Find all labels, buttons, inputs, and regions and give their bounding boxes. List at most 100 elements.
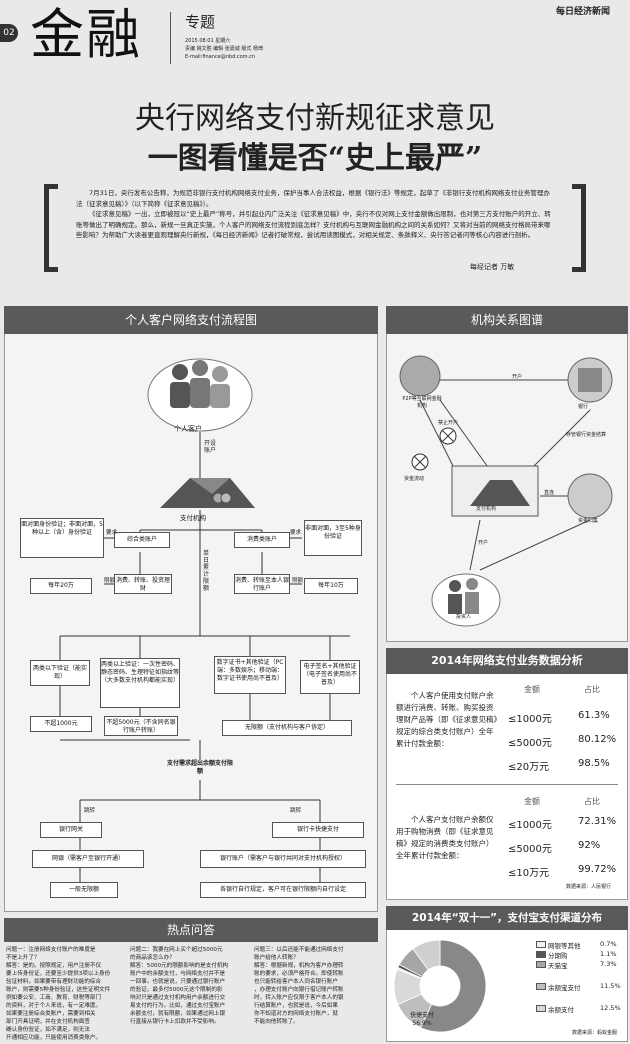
open-account-label: 开设账户 xyxy=(204,440,217,454)
legend-label: 分期购 xyxy=(548,952,568,960)
qa-line: 例如要公安、工商、教育、财税等部门 xyxy=(6,995,102,1001)
qa-line: 账户给他人转账？ xyxy=(254,955,299,961)
qa-column-2: 问题二：我要在网上买个超过5000元 的商品该怎么办？ 解答：5000元的限额影… xyxy=(130,946,250,1042)
section-title: 金融 xyxy=(30,3,142,66)
left-function-box: 消费、转账、投资理财 xyxy=(114,574,172,594)
consumer-account-box: 消费类账户 xyxy=(234,532,290,548)
payment-label: 支付机构 xyxy=(476,506,497,512)
legend-label: 余额宝支付 xyxy=(548,984,581,992)
verification-tier-4: 电子签名+其他验证（电子签名使用尚不普及） xyxy=(300,660,360,694)
cap-tier-2: 不超5000元（不含同名银行账户转账） xyxy=(104,716,178,736)
qa-line: 问题三：以后还能不能通过网络支付 xyxy=(254,947,344,953)
stats-col-amount-2: 金额 xyxy=(524,797,540,806)
legend-swatch xyxy=(536,983,546,990)
settle-label: 存管银行资金结算 xyxy=(566,432,607,438)
legend-swatch xyxy=(536,1005,546,1012)
stats-title: 2014年网络支付业务数据分析 xyxy=(386,648,628,674)
lead-paragraph-1: 7月31日，央行发布公告称，为规范非银行支付机构网络支付业务，保护当事人合法权益… xyxy=(76,189,550,208)
stats-amount: ≤5000元 xyxy=(508,844,552,855)
qa-line: 账户中的余额支付，与网络支付并不是 xyxy=(130,971,226,977)
qa-line: 的验证，最多付5000元这个限制的影 xyxy=(130,987,223,993)
institution-building-icon xyxy=(160,478,255,508)
qa-line: 解答：是的。按照规定，用户注册不仅 xyxy=(6,963,102,969)
customer-label: 个人客户 xyxy=(174,425,202,433)
headline-line1: 央行网络支付新规征求意见 xyxy=(135,101,495,136)
stats-amount: ≤1000元 xyxy=(508,820,552,831)
masthead: 02 金融 专题 2015.08.01 星期六 责编 姚文胜 编辑 张嘉诚 版式… xyxy=(0,0,630,80)
qa-line: 如果要注册综合类账户，需要到相关 xyxy=(6,1011,96,1017)
legend-swatch xyxy=(536,951,546,958)
prohibit-label-1: 禁止开户 xyxy=(438,420,459,426)
stats-share: 92% xyxy=(578,840,601,851)
qa-line: 开通相应功能，只能使用消费类账户。 xyxy=(6,1035,102,1041)
stats-share: 80.12% xyxy=(578,734,617,745)
qa-column-1: 问题一：注册网络支付账户的难度是 不是上升了？ 解答：是的。按照规定，用户注册不… xyxy=(6,946,126,1042)
stats-desc-2: 个人客户支付账户余额仅用于购物消费（即《征求意见稿》规定的消费类支付账户）全年累… xyxy=(396,815,494,860)
email-line: E-mail:finance@nbd.com.cn xyxy=(185,54,256,60)
lead-byline: 每经记者 万敏 xyxy=(470,263,515,271)
qa-line: 一回事。也就是说，只要通过银行账户 xyxy=(130,979,226,985)
date-line: 2015.08.01 星期六 xyxy=(185,38,231,44)
pie-title: 2014年“双十一”，支付宝支付渠道分布 xyxy=(386,906,628,930)
page-number: 02 xyxy=(0,24,18,42)
lead-bracket-left xyxy=(44,184,58,272)
verification-tier-1: 两类以下验证（能实现） xyxy=(30,660,90,686)
institution-label: 支付机构 xyxy=(180,514,206,522)
legend-value: 12.5% xyxy=(600,1004,621,1012)
stats-divider xyxy=(396,784,618,785)
prohibit-label-2: 资金流动 xyxy=(404,476,425,482)
qa-line: 也只能转给客户本人同名银行账户 xyxy=(254,979,338,985)
exceed-balance-label: 支付需求超出余额支付限额 xyxy=(166,760,233,775)
right-function-box: 消费、转账至本人银行账户 xyxy=(234,574,290,594)
qa-line: 不是上升了？ xyxy=(6,955,40,961)
stats-col-amount-1: 金额 xyxy=(524,685,540,694)
qa-line: 不能向他转账了。 xyxy=(254,1019,299,1025)
stats-share: 61.3% xyxy=(578,710,610,721)
require-label-left: 要求 xyxy=(106,530,118,536)
right-verification-box: 非面对面，3至5种身份验证 xyxy=(304,520,362,556)
stats-row-2-3: ≤10万元 99.72% xyxy=(508,864,618,879)
lead-text: 7月31日，央行发布公告称，为规范非银行支付机构网络支付业务，保护当事人合法权益… xyxy=(76,188,556,241)
fast-pay-cap-box: 各银行自行规定，客户可在银行限额内自行设定 xyxy=(200,882,366,898)
paper-name: 每日经济新闻 xyxy=(556,7,611,17)
p2p-label: P2P等互联网金融机构 xyxy=(402,396,442,409)
pie-label-text: 快捷支付 xyxy=(410,1012,435,1019)
single-day-limit-label: 单日累计限额 xyxy=(203,550,210,592)
qa-line: 易支付的行为。比如，通过支付宝账户 xyxy=(130,1003,226,1009)
stats-amount: ≤5000元 xyxy=(508,738,552,749)
qa-line: 行直接从银行卡上扣款并不受影响。 xyxy=(130,1019,220,1025)
open-label: 开户 xyxy=(512,374,523,380)
qa-title: 热点问答 xyxy=(4,918,378,942)
route-label-left: 跳转 xyxy=(84,808,96,814)
cap-tier-1: 不超1000元 xyxy=(30,716,92,732)
stats-panel xyxy=(386,648,628,900)
pie-slice xyxy=(420,939,487,1033)
fund-label: 资金归集 xyxy=(578,518,599,524)
gateway-cap-box: 一般无限额 xyxy=(50,882,118,898)
qa-line: 账户，则需要5种身份验证，这些证明文件 xyxy=(6,987,111,993)
qa-line: 时，转入账户应仅限于客户本人的银 xyxy=(254,995,344,1001)
qa-line: 解答：根据新规，机构为客户办理转 xyxy=(254,963,344,969)
qa-line: 验证材料，如果要带有理财功能的综合 xyxy=(6,979,102,985)
qa-line: ，办理支付账户向银行借记账户转账 xyxy=(254,987,344,993)
comprehensive-account-box: 综合类账户 xyxy=(114,532,170,548)
stats-amount: ≤20万元 xyxy=(508,762,550,773)
qa-line: 余额支付，就有限额，如果通过网上银 xyxy=(130,1011,226,1017)
qa-line: 你不知道对方的网络支付账户，就 xyxy=(254,1011,338,1017)
limit-label-right: 限额 xyxy=(292,578,304,584)
require-label-right: 要求 xyxy=(290,530,302,536)
qa-line: 行结算账户，也就是说，今后如果 xyxy=(254,1003,338,1009)
qa-line: 问题一：注册网络支付账户的难度是 xyxy=(6,947,96,953)
editors-line: 责编 姚文胜 编辑 张嘉诚 版式 杨琦 xyxy=(185,46,263,52)
verification-tier-3: 数字证书+其他验证（PC端：多数娱乐；移动端：数字证书使用尚不普及） xyxy=(214,656,286,694)
investor-label: 投资人 xyxy=(456,614,472,620)
pie-label-pct: 56.9% xyxy=(412,1020,432,1027)
left-annual-cap-box: 每年20万 xyxy=(30,578,92,594)
legend-value: 7.3% xyxy=(600,960,617,968)
lead-bracket-right xyxy=(572,184,586,272)
